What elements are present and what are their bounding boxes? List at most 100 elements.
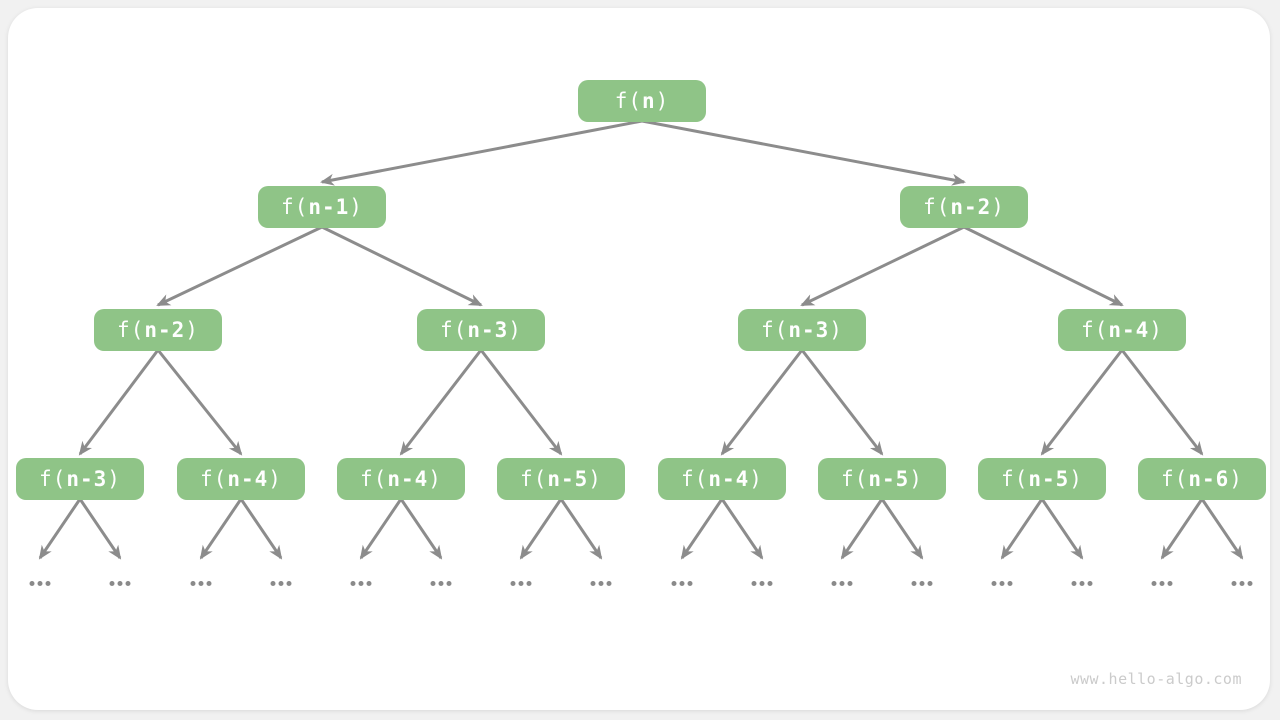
- ellipsis-dots: [29, 581, 51, 586]
- dot: [350, 581, 356, 586]
- ellipsis-dots: [190, 581, 212, 586]
- dot: [430, 581, 436, 586]
- tree-node-n12: f(n-4): [658, 458, 786, 500]
- dot: [358, 581, 364, 586]
- dot: [767, 581, 773, 586]
- dot: [125, 581, 131, 586]
- dot: [1071, 581, 1077, 586]
- label-prefix: f(: [281, 194, 309, 219]
- label-arg: n: [641, 88, 656, 113]
- tree-node-n9: f(n-4): [177, 458, 305, 500]
- tree-node-n2: f(n-1): [258, 186, 386, 228]
- tree-node-n10: f(n-4): [337, 458, 465, 500]
- label-arg: n-1: [308, 194, 350, 219]
- dot: [206, 581, 212, 586]
- tree-node-n13: f(n-5): [818, 458, 946, 500]
- label-suffix: ): [749, 466, 763, 491]
- dot: [590, 581, 596, 586]
- tree-node-n8: f(n-3): [16, 458, 144, 500]
- label-prefix: f(: [923, 194, 951, 219]
- ellipsis-dots: [911, 581, 933, 586]
- label-arg: n-4: [227, 466, 269, 491]
- dot: [526, 581, 532, 586]
- ellipsis-dots: [590, 581, 612, 586]
- dot: [1239, 581, 1245, 586]
- label-prefix: f(: [360, 466, 388, 491]
- label-suffix: ): [268, 466, 282, 491]
- dot: [679, 581, 685, 586]
- tree-node-n11: f(n-5): [497, 458, 625, 500]
- dot: [927, 581, 933, 586]
- tree-node-n7: f(n-4): [1058, 309, 1186, 351]
- label-arg: n-2: [950, 194, 992, 219]
- ellipsis-dots: [1071, 581, 1093, 586]
- label-arg: n-5: [547, 466, 589, 491]
- label-suffix: ): [428, 466, 442, 491]
- label-prefix: f(: [117, 317, 145, 342]
- dot: [286, 581, 292, 586]
- ellipsis-dots: [991, 581, 1013, 586]
- label-prefix: f(: [440, 317, 468, 342]
- dot: [1231, 581, 1237, 586]
- ellipsis-dots: [109, 581, 131, 586]
- label-arg: n-5: [1028, 466, 1070, 491]
- label-suffix: ): [829, 317, 843, 342]
- label-arg: n-6: [1188, 466, 1230, 491]
- ellipsis-dots: [350, 581, 372, 586]
- dot: [1247, 581, 1253, 586]
- label-suffix: ): [655, 88, 670, 113]
- label-prefix: f(: [761, 317, 789, 342]
- dot: [751, 581, 757, 586]
- label-suffix: ): [1149, 317, 1163, 342]
- dot: [1079, 581, 1085, 586]
- tree-node-n3: f(n-2): [900, 186, 1028, 228]
- dot: [29, 581, 35, 586]
- watermark: www.hello-algo.com: [1070, 670, 1242, 688]
- dot: [366, 581, 372, 586]
- tree-node-n5: f(n-3): [417, 309, 545, 351]
- tree-node-n1: f(n): [578, 80, 706, 122]
- dot: [37, 581, 43, 586]
- dot: [1151, 581, 1157, 586]
- label-suffix: ): [991, 194, 1005, 219]
- label-prefix: f(: [614, 88, 642, 113]
- dot: [446, 581, 452, 586]
- label-arg: n-5: [868, 466, 910, 491]
- ellipsis-dots: [1231, 581, 1253, 586]
- label-prefix: f(: [1161, 466, 1189, 491]
- dot: [919, 581, 925, 586]
- ellipsis-dots: [671, 581, 693, 586]
- ellipsis-dots: [1151, 581, 1173, 586]
- dot: [1007, 581, 1013, 586]
- dot: [847, 581, 853, 586]
- label-suffix: ): [1229, 466, 1243, 491]
- label-prefix: f(: [39, 466, 67, 491]
- tree-node-n14: f(n-5): [978, 458, 1106, 500]
- dot: [831, 581, 837, 586]
- dot: [510, 581, 516, 586]
- dot: [198, 581, 204, 586]
- dot: [606, 581, 612, 586]
- tree-node-n4: f(n-2): [94, 309, 222, 351]
- label-prefix: f(: [520, 466, 548, 491]
- label-prefix: f(: [1081, 317, 1109, 342]
- label-prefix: f(: [200, 466, 228, 491]
- label-arg: n-2: [144, 317, 186, 342]
- dot: [518, 581, 524, 586]
- dot: [1167, 581, 1173, 586]
- label-suffix: ): [508, 317, 522, 342]
- dot: [991, 581, 997, 586]
- ellipsis-dots: [751, 581, 773, 586]
- label-arg: n-3: [467, 317, 509, 342]
- ellipsis-dots: [430, 581, 452, 586]
- ellipsis-dots: [831, 581, 853, 586]
- dot: [190, 581, 196, 586]
- label-suffix: ): [107, 466, 121, 491]
- label-arg: n-4: [387, 466, 429, 491]
- tree-node-n6: f(n-3): [738, 309, 866, 351]
- ellipsis-dots: [510, 581, 532, 586]
- label-prefix: f(: [841, 466, 869, 491]
- dot: [1087, 581, 1093, 586]
- dot: [911, 581, 917, 586]
- label-arg: n-4: [708, 466, 750, 491]
